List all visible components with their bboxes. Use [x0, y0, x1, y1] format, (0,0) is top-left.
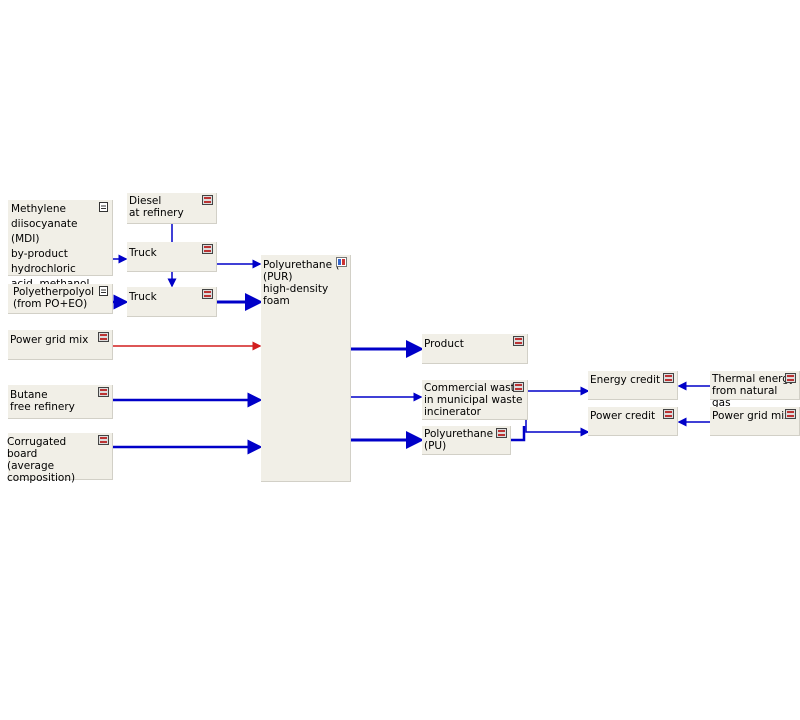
process-commercial-waste-incinerator[interactable]: Commercial waste in municipal waste inci…	[422, 380, 528, 420]
subplan-icon	[336, 257, 347, 267]
flow-waste-power-credit	[525, 420, 590, 437]
process-label: Butane free refinery	[10, 389, 75, 413]
process-plan-icon	[513, 382, 524, 392]
process-label: Polyetherpolyol (from PO+EO)	[13, 286, 95, 310]
process-energy-credit[interactable]: Energy credit	[588, 371, 678, 400]
process-label: Commercial waste in municipal waste inci…	[424, 382, 523, 418]
process-power-grid-mix-right[interactable]: Power grid mix	[710, 407, 800, 436]
process-power-credit[interactable]: Power credit	[588, 407, 678, 436]
process-truck-2[interactable]: Truck	[127, 287, 217, 317]
process-plan-icon	[496, 428, 507, 438]
process-plan-icon	[202, 289, 213, 299]
process-label: Corrugated board (average composition)	[7, 436, 76, 484]
process-truck-1[interactable]: Truck	[127, 242, 217, 272]
process-plan-icon	[202, 195, 213, 205]
process-polyurethane-pur[interactable]: Polyurethane ( (PUR) high-density foam	[261, 255, 351, 482]
process-butane[interactable]: Butane free refinery	[8, 385, 113, 419]
process-doc-icon	[99, 286, 108, 296]
process-diesel[interactable]: Diesel at refinery	[127, 193, 217, 224]
process-plan-icon	[663, 409, 674, 419]
process-thermal-energy[interactable]: Thermal energy from natural gas	[710, 371, 800, 409]
process-plan-icon	[98, 435, 109, 445]
process-plan-icon	[663, 373, 674, 383]
process-plan-icon	[785, 409, 796, 419]
process-product[interactable]: Product	[422, 334, 528, 364]
process-polyurethane-pu[interactable]: Polyurethane (PU)	[422, 426, 511, 455]
process-label: Power credit	[590, 410, 656, 422]
process-label: Truck	[129, 247, 157, 259]
process-label: Polyurethane (PU)	[424, 428, 494, 452]
process-plan-icon	[98, 387, 109, 397]
process-label: Energy credit	[590, 374, 661, 386]
process-label: Power grid mix	[10, 334, 89, 346]
process-mdi[interactable]: Methylene diisocyanate (MDI) by-product …	[8, 200, 113, 290]
process-plan-icon	[513, 336, 524, 346]
process-label: Truck	[129, 291, 157, 303]
process-power-grid-mix-left[interactable]: Power grid mix	[8, 330, 113, 360]
process-doc-icon	[99, 202, 108, 212]
process-label: Polyurethane ( (PUR) high-density foam	[263, 259, 339, 307]
process-label: Product	[424, 338, 464, 350]
flow-pu-waste	[511, 426, 526, 442]
process-label: Methylene diisocyanate (MDI) by-product …	[11, 203, 89, 290]
process-plan-icon	[785, 373, 796, 383]
process-label: Power grid mix	[712, 410, 791, 422]
process-polyetherpolyol[interactable]: Polyetherpolyol (from PO+EO)	[8, 284, 113, 314]
process-plan-icon	[202, 244, 213, 254]
process-plan-icon	[98, 332, 109, 342]
process-corrugated-board[interactable]: Corrugated board (average composition)	[7, 433, 113, 484]
process-label: Diesel at refinery	[129, 195, 184, 219]
